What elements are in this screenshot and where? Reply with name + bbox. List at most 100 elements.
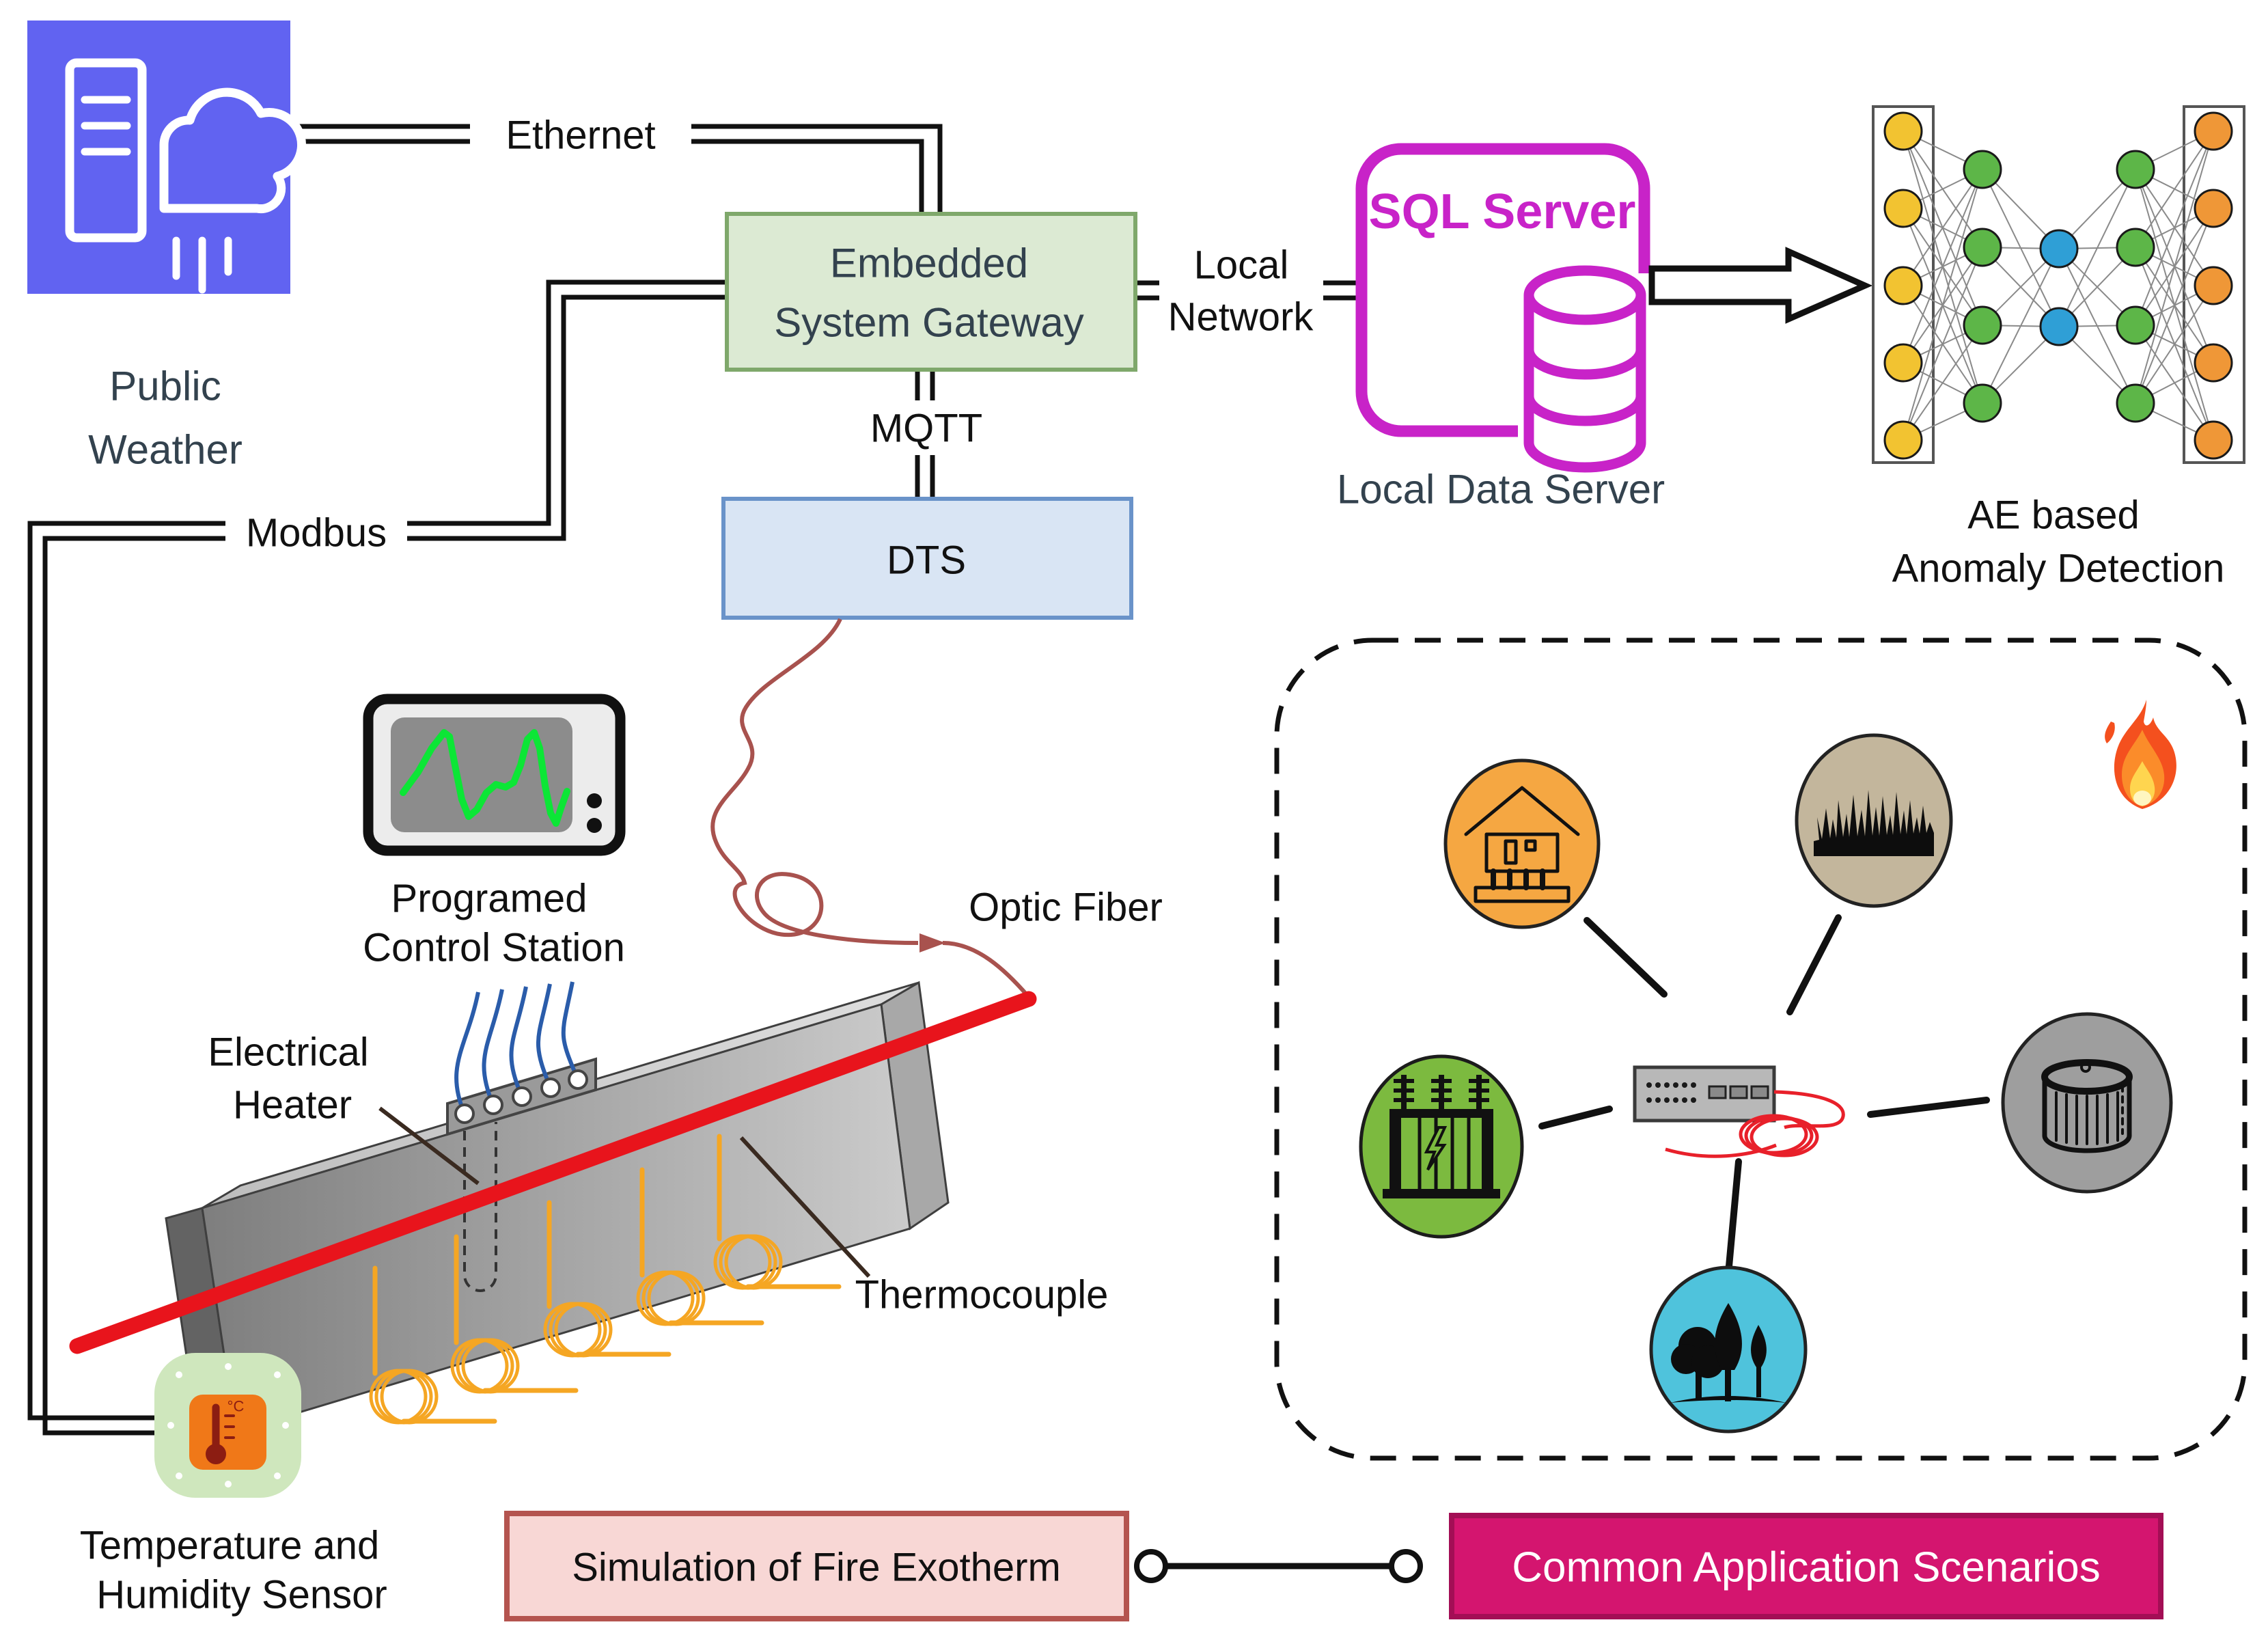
heater-wire: [536, 983, 553, 1089]
mqtt-label: MQTT: [870, 407, 982, 451]
heater-terminal: [512, 1086, 532, 1107]
electrical-heater: Electrical Heater: [208, 981, 597, 1292]
ae-node-encoder: [1963, 228, 2002, 267]
heater-wire: [561, 981, 580, 1081]
heater-terminal: [483, 1095, 503, 1115]
electrical-heater-label-1: Electrical: [208, 1030, 368, 1075]
dts-interrogator: [1633, 1065, 1845, 1158]
interrogator-box: [1633, 1065, 1776, 1123]
ethernet-label-halo: [470, 102, 691, 165]
heater-wire: [454, 991, 480, 1115]
heater-pointer-line: [378, 1106, 480, 1185]
scenarios-box: [1449, 1513, 2163, 1619]
scenario-grass: [1795, 733, 1953, 908]
ae-node-input: [1883, 343, 1923, 383]
db-ring-3: [1523, 442, 1646, 473]
control-station-node: Programed Control Station: [363, 694, 626, 970]
gateway-box: [725, 212, 1137, 372]
server-tower: [65, 58, 147, 243]
dts-node: DTS: [721, 497, 1133, 620]
ae-node-decoder: [2116, 150, 2155, 189]
ae-edge: [2135, 131, 2214, 326]
ae-network: [1883, 111, 2233, 460]
sensor-dots: [167, 1363, 289, 1488]
link-trees: [1725, 1158, 1742, 1277]
ae-node-decoder: [2116, 383, 2155, 423]
connector-ring-right: [1389, 1549, 1423, 1583]
optic-fiber-link: Optic Fiber: [710, 618, 1163, 998]
temp-humidity-sensor: °C Temperature and Humidity Sensor: [80, 1353, 387, 1617]
modbus-link: Modbus: [27, 279, 727, 1436]
ae-edge: [2058, 169, 2136, 327]
ae-node-output: [2194, 420, 2233, 460]
heater-wire: [482, 989, 504, 1106]
scenario-transformer: [1359, 1054, 1524, 1239]
link-tank: [1867, 1097, 1990, 1118]
monitor-knob-2: [587, 818, 602, 833]
control-station-label-1: Programed: [391, 877, 587, 921]
ae-label-2: Anomaly Detection: [1892, 547, 2225, 591]
ae-node-bottleneck: [2039, 229, 2079, 269]
bottom-connector: [1134, 1549, 1423, 1583]
tank-icon: [2041, 1059, 2133, 1153]
link-grass: [1786, 914, 1842, 1015]
simulation-node: Simulation of Fire Exotherm: [504, 1511, 1129, 1621]
thermocouple-pointer-line: [739, 1136, 871, 1278]
optic-fiber-on-beam: [69, 991, 1037, 1354]
fiber-coil: [1739, 1114, 1819, 1157]
ae-edge: [2135, 208, 2214, 404]
monitor-knob-1: [587, 793, 602, 808]
ae-node-encoder: [1963, 305, 2002, 345]
interrogator-ports: [1646, 1082, 1696, 1103]
transformer-insulators: [1394, 1075, 1489, 1109]
mqtt-link: MQTT: [854, 370, 999, 499]
trees-icon: [1670, 1303, 1786, 1403]
gateway-label-2: System Gateway: [774, 300, 1084, 346]
db-ring-1: [1523, 349, 1646, 380]
grass-circle: [1795, 733, 1953, 908]
transformer-icon: [1383, 1075, 1500, 1198]
heater-terminal: [540, 1078, 561, 1098]
ae-label-1: AE based: [1967, 493, 2140, 538]
scenarios-node: Common Application Scenarios: [1449, 1513, 2163, 1619]
flame-spark: [2105, 722, 2115, 743]
public-weather-label-1: Public: [109, 364, 221, 409]
control-station-label-2: Control Station: [363, 926, 625, 970]
sql-server-title: SQL Server: [1369, 184, 1636, 239]
database-icon: [1523, 265, 1646, 473]
optic-fiber-arrowhead: [919, 933, 945, 952]
flow-arrow: [1648, 247, 1873, 324]
public-weather-label-2: Weather: [88, 427, 243, 473]
scenarios-label: Common Application Scenarios: [1512, 1544, 2101, 1591]
ae-node-output: [2194, 189, 2233, 228]
ae-node-output: [2194, 111, 2233, 151]
ae-node-output: [2194, 343, 2233, 383]
ae-edge: [1903, 169, 1983, 441]
lightning-bolt: [1424, 1126, 1448, 1171]
thermocouple-callout: Thermocouple: [739, 1136, 1108, 1317]
heater-terminal: [454, 1104, 475, 1124]
heater-terminal: [568, 1069, 588, 1090]
ae-node-decoder: [2116, 228, 2155, 267]
simulation-box: [504, 1511, 1129, 1621]
db-ring-2: [1523, 396, 1646, 426]
local-network-label-2: Network: [1168, 295, 1314, 340]
gateway-label-1: Embedded: [830, 241, 1028, 286]
ae-node-output: [2194, 266, 2233, 305]
ae-node-input: [1883, 111, 1923, 151]
ae-node-input: [1883, 266, 1923, 305]
local-data-server-label: Local Data Server: [1337, 467, 1665, 512]
scenarios-panel: [1274, 638, 2248, 1461]
scenario-trees: [1649, 1265, 1808, 1434]
grass-icon: [1814, 790, 1934, 856]
scenario-links: [1538, 914, 1990, 1277]
db-top: [1523, 265, 1646, 325]
ae-node-bottleneck: [2039, 307, 2079, 346]
ae-edge: [2135, 285, 2214, 404]
modbus-label-halo: [225, 506, 407, 560]
connector-ring-left: [1134, 1549, 1168, 1583]
waveform-trace: [400, 729, 570, 827]
house-icon: [1464, 786, 1580, 903]
fire-icon: [2105, 700, 2176, 809]
local-network-label-1: Local: [1194, 243, 1289, 288]
